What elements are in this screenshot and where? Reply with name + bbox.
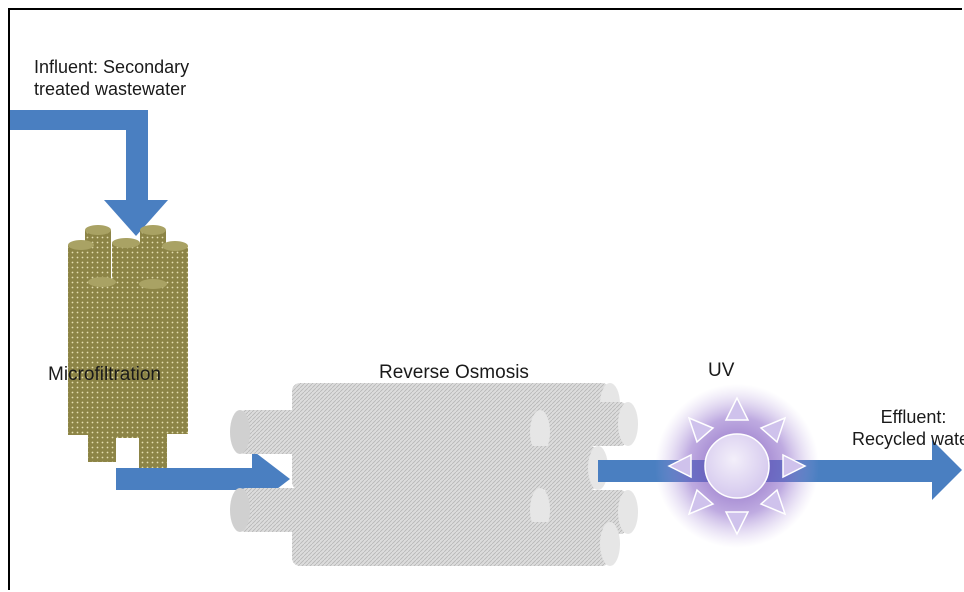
mf-tube xyxy=(139,279,167,470)
ro-tube xyxy=(230,410,550,454)
reverse-osmosis-unit xyxy=(230,383,638,566)
effluent-label: Effluent: Recycled water xyxy=(852,406,964,450)
ro-tube xyxy=(230,488,550,532)
mf-tube xyxy=(88,277,116,462)
reverse-osmosis-label: Reverse Osmosis xyxy=(379,362,529,383)
ro-tube xyxy=(292,522,620,566)
ro-tube xyxy=(292,446,608,490)
effluent-label-line2: Recycled water xyxy=(852,429,964,449)
diagram-frame xyxy=(8,8,962,590)
influent-arrow xyxy=(10,110,168,236)
ro-tube xyxy=(540,402,638,446)
influent-label-line1: Influent: Secondary xyxy=(34,57,190,77)
mf-to-ro-arrow xyxy=(116,450,290,508)
uv-lamp-icon xyxy=(655,384,819,548)
mf-tube xyxy=(112,238,140,438)
effluent-label-line1: Effluent: xyxy=(880,407,947,427)
uv-label: UV xyxy=(708,360,735,381)
influent-label: Influent: Secondary treated wastewater xyxy=(34,56,189,100)
microfiltration-unit xyxy=(68,225,188,470)
influent-label-line2: treated wastewater xyxy=(34,79,187,99)
microfiltration-label: Microfiltration xyxy=(48,364,161,385)
